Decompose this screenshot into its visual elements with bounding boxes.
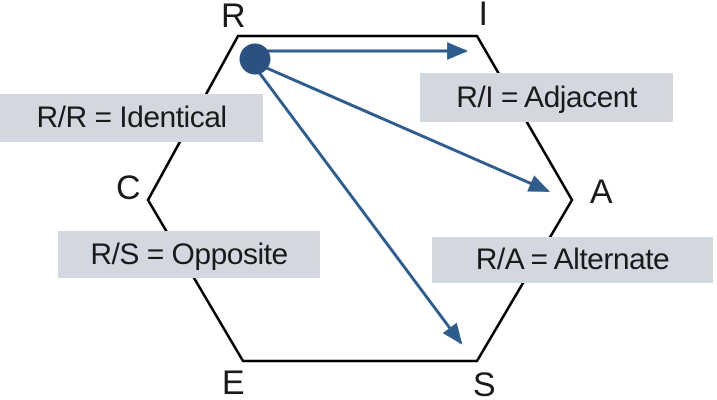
origin-dot <box>239 43 271 75</box>
vertex-letter-e: E <box>221 364 245 400</box>
hexagon-outline <box>146 34 574 363</box>
label-rr-identical: R/R = Identical <box>0 94 263 142</box>
arrow-r-to-a <box>261 64 550 193</box>
label-ra-alternate: R/A = Alternate <box>432 237 713 283</box>
arrow-r-to-s <box>256 70 463 345</box>
vertex-letter-r: R <box>220 0 246 35</box>
vertex-letter-s: S <box>472 366 496 400</box>
vertex-letter-c: C <box>115 169 141 207</box>
label-rs-opposite: R/S = Opposite <box>58 231 320 278</box>
vertex-letter-a: A <box>589 173 613 211</box>
label-ri-adjacent: R/I = Adjacent <box>420 73 673 122</box>
vertex-letter-i: I <box>478 0 488 33</box>
